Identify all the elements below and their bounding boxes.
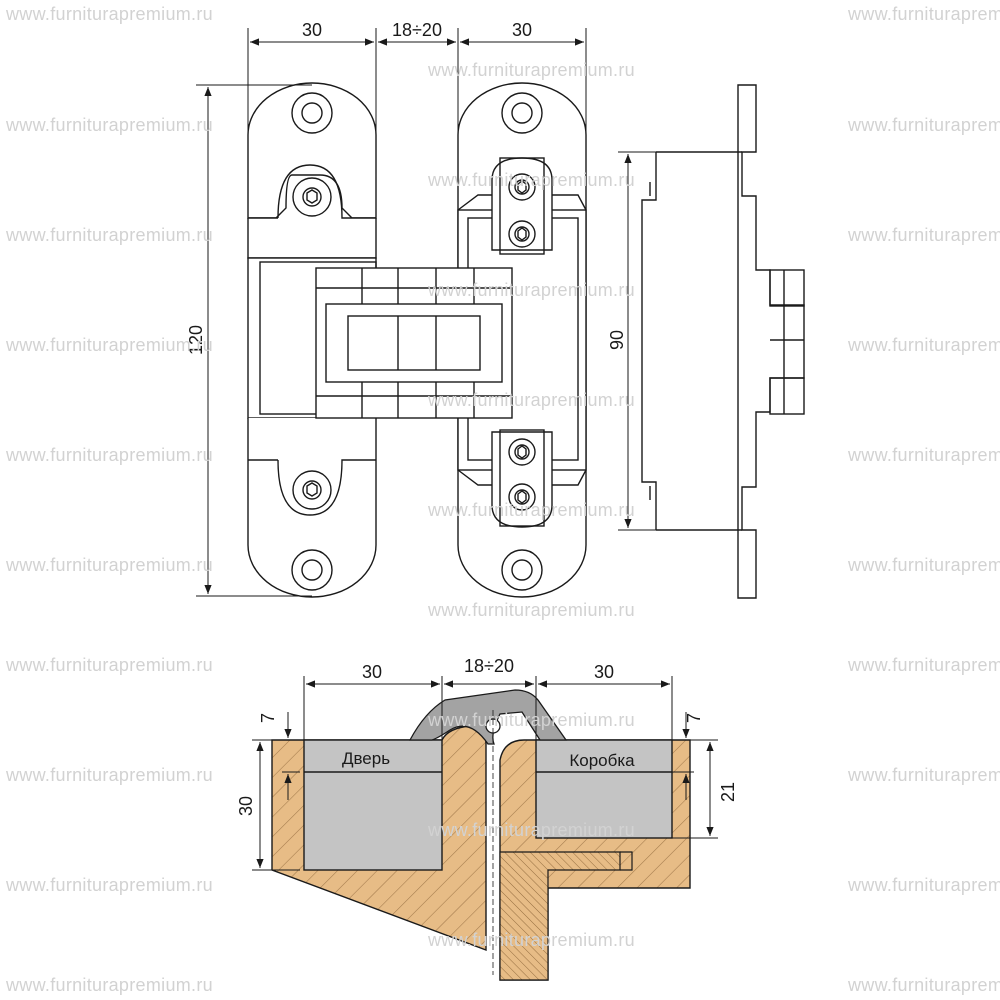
section-dim-door-thickness: 30 xyxy=(236,796,256,816)
section-dim-right-width: 30 xyxy=(594,662,614,682)
right-mounting-plate xyxy=(457,82,587,598)
section-dim-frame-depth: 21 xyxy=(718,782,738,802)
left-screw-bottom xyxy=(291,549,333,591)
dim-total-height: 120 xyxy=(186,325,206,355)
front-view xyxy=(196,28,587,598)
left-screw-upper xyxy=(292,177,332,217)
front-dimensions xyxy=(196,28,587,597)
section-dim-left-width: 30 xyxy=(362,662,382,682)
label-door: Дверь xyxy=(342,749,390,768)
dim-gap: 18÷20 xyxy=(392,20,442,40)
right-adjust-screw-3 xyxy=(508,438,536,466)
section-dimensions xyxy=(252,676,718,871)
section-view xyxy=(252,676,718,981)
side-dimensions xyxy=(618,151,660,531)
left-mounting-plate xyxy=(247,82,377,598)
right-screw-top xyxy=(501,92,543,134)
dim-side-height: 90 xyxy=(607,330,627,350)
dim-left-width: 30 xyxy=(302,20,322,40)
label-frame: Коробка xyxy=(569,751,635,770)
right-adjust-screw-1 xyxy=(508,173,536,201)
left-screw-lower xyxy=(292,470,332,510)
left-screw-top xyxy=(291,92,333,134)
section-dim-right-depth: 7 xyxy=(684,713,704,723)
hinge-mechanism xyxy=(315,267,513,419)
section-dim-left-depth: 7 xyxy=(258,713,278,723)
right-adjust-screw-2 xyxy=(508,220,536,248)
frame-pocket xyxy=(535,739,673,839)
door-pocket xyxy=(303,739,443,871)
section-dim-gap: 18÷20 xyxy=(464,656,514,676)
side-view xyxy=(618,84,805,599)
right-adjust-screw-4 xyxy=(508,483,536,511)
right-screw-bottom xyxy=(501,549,543,591)
hinge-arm xyxy=(408,689,568,745)
dim-right-width: 30 xyxy=(512,20,532,40)
